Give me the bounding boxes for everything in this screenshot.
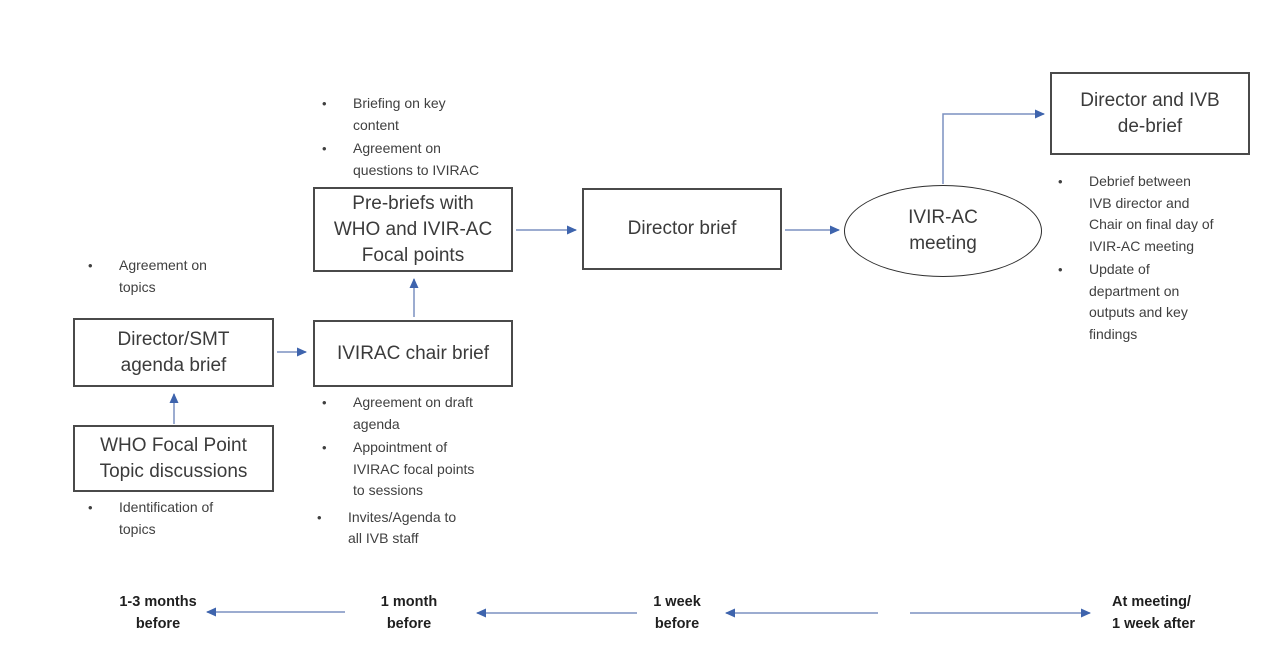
- node-label: IVIRAC chair brief: [336, 342, 490, 364]
- bullet-icon: •: [322, 440, 327, 455]
- bullet-icon: •: [88, 258, 93, 273]
- bullet-icon: •: [1058, 262, 1063, 277]
- bullet-icon: •: [317, 509, 322, 525]
- bullet-icon: •: [1058, 174, 1063, 189]
- timeline-label-at-meeting-1-week-after: At meeting/1 week after: [1112, 594, 1196, 632]
- bullet-icon: •: [88, 500, 93, 515]
- bullet-icon: •: [322, 96, 327, 111]
- bullet-icon: •: [322, 141, 327, 156]
- bullet-icon: •: [322, 395, 327, 410]
- node-ivirac-chair-brief: IVIRAC chair brief: [313, 320, 513, 387]
- node-director-brief: Director brief: [582, 188, 782, 270]
- node-label: Director brief: [627, 218, 737, 239]
- arrow-meeting-to-debrief: [942, 109, 1045, 184]
